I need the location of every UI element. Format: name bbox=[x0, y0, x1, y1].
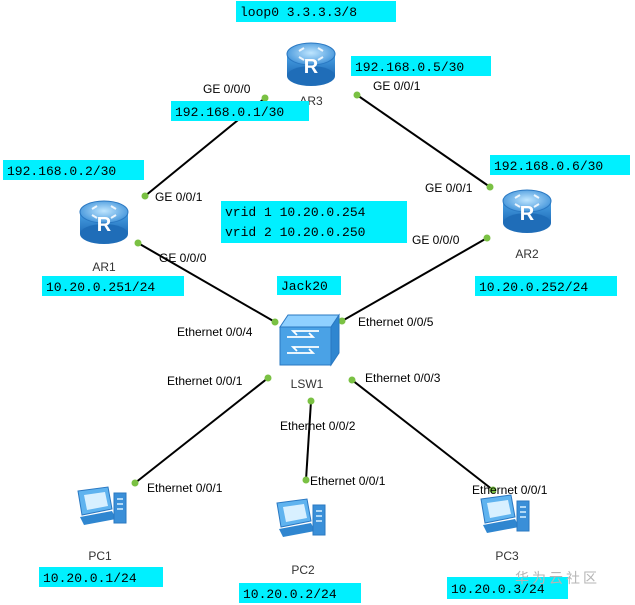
port-dot bbox=[353, 91, 361, 99]
device-name-lsw1: LSW1 bbox=[291, 377, 324, 391]
port-dot bbox=[264, 374, 272, 382]
port-label-ar3-ge000: GE 0/0/0 bbox=[203, 82, 251, 96]
link-ar2-lsw1 bbox=[341, 237, 488, 322]
vrid-1: vrid 1 10.20.0.254 bbox=[225, 205, 366, 220]
device-name-pc3: PC3 bbox=[495, 549, 519, 563]
pc-pc3[interactable] bbox=[480, 494, 530, 534]
link-ar1-lsw1 bbox=[137, 242, 276, 323]
port-dot bbox=[348, 376, 356, 384]
port-label-ar1-ge001: GE 0/0/1 bbox=[155, 190, 203, 204]
router-icon bbox=[502, 189, 552, 234]
port-dot bbox=[134, 239, 142, 247]
port-label-ar2-ge001: GE 0/0/1 bbox=[425, 181, 473, 195]
port-label-ar1-ge000: GE 0/0/0 bbox=[159, 251, 207, 265]
port-label-sw-eth001: Ethernet 0/0/1 bbox=[167, 374, 243, 388]
vrid-2: vrid 2 10.20.0.250 bbox=[225, 225, 365, 240]
port-dot bbox=[271, 318, 279, 326]
loopback-address: loop0 3.3.3.3/8 bbox=[240, 5, 357, 20]
port-dot bbox=[483, 234, 491, 242]
device-name-pc1: PC1 bbox=[88, 549, 112, 563]
device-name-pc2: PC2 bbox=[291, 563, 315, 577]
device-name-ar2: AR2 bbox=[515, 247, 539, 261]
port-label-sw-eth003: Ethernet 0/0/3 bbox=[365, 371, 441, 385]
ar2-lan-address: 10.20.0.252/24 bbox=[479, 280, 588, 295]
address-labels: loop0 3.3.3.3/8 192.168.0.5/30 192.168.0… bbox=[3, 1, 630, 603]
pc-pc2[interactable] bbox=[276, 498, 326, 538]
port-label-pc1-eth001: Ethernet 0/0/1 bbox=[147, 481, 223, 495]
port-dot bbox=[338, 317, 346, 325]
port-labels: GE 0/0/0 GE 0/0/1 GE 0/0/1 GE 0/0/0 GE 0… bbox=[147, 79, 548, 497]
device-name-ar1: AR1 bbox=[92, 260, 116, 274]
pc-icon bbox=[480, 494, 530, 534]
pc-icon bbox=[276, 498, 326, 538]
router-ar1[interactable] bbox=[79, 200, 129, 245]
port-label-sw-eth002: Ethernet 0/0/2 bbox=[280, 419, 356, 433]
ar3-ge001-address: 192.168.0.5/30 bbox=[355, 60, 464, 75]
pc-icon bbox=[77, 486, 127, 526]
link-ar3-ar2 bbox=[356, 94, 491, 188]
port-dot bbox=[141, 192, 149, 200]
port-dot bbox=[486, 183, 494, 191]
port-dot bbox=[302, 476, 310, 484]
watermark: 华为云社区 bbox=[515, 570, 600, 586]
port-dot bbox=[307, 397, 315, 405]
switch-lsw1[interactable] bbox=[279, 313, 340, 367]
link-lsw1-pc2 bbox=[305, 400, 312, 481]
links bbox=[134, 94, 494, 491]
router-ar2[interactable] bbox=[502, 189, 552, 234]
router-ar3[interactable] bbox=[286, 42, 336, 87]
ar3-ge000-address: 192.168.0.1/30 bbox=[175, 105, 284, 120]
port-dots bbox=[131, 91, 497, 494]
ar1-ge001-address: 192.168.0.2/30 bbox=[7, 164, 116, 179]
port-label-ar2-ge000: GE 0/0/0 bbox=[412, 233, 460, 247]
ar2-ge001-address: 192.168.0.6/30 bbox=[494, 159, 603, 174]
pc1-address: 10.20.0.1/24 bbox=[43, 571, 137, 586]
switch-label: Jack20 bbox=[281, 279, 328, 294]
router-icon bbox=[79, 200, 129, 245]
switch-icon bbox=[279, 313, 340, 367]
pc-pc1[interactable] bbox=[77, 486, 127, 526]
pc3-address: 10.20.0.3/24 bbox=[451, 582, 545, 597]
link-lsw1-pc1 bbox=[134, 377, 269, 484]
pc2-address: 10.20.0.2/24 bbox=[243, 587, 337, 602]
port-dot bbox=[261, 94, 269, 102]
port-label-pc3-eth001: Ethernet 0/0/1 bbox=[472, 483, 548, 497]
port-dot bbox=[489, 486, 497, 494]
port-label-sw-eth005: Ethernet 0/0/5 bbox=[358, 315, 434, 329]
port-label-sw-eth004: Ethernet 0/0/4 bbox=[177, 325, 253, 339]
link-lsw1-pc3 bbox=[351, 379, 494, 491]
port-dot bbox=[131, 479, 139, 487]
ar1-lan-address: 10.20.0.251/24 bbox=[46, 280, 155, 295]
router-icon bbox=[286, 42, 336, 87]
port-label-ar3-ge001: GE 0/0/1 bbox=[373, 79, 421, 93]
port-label-pc2-eth001: Ethernet 0/0/1 bbox=[310, 474, 386, 488]
